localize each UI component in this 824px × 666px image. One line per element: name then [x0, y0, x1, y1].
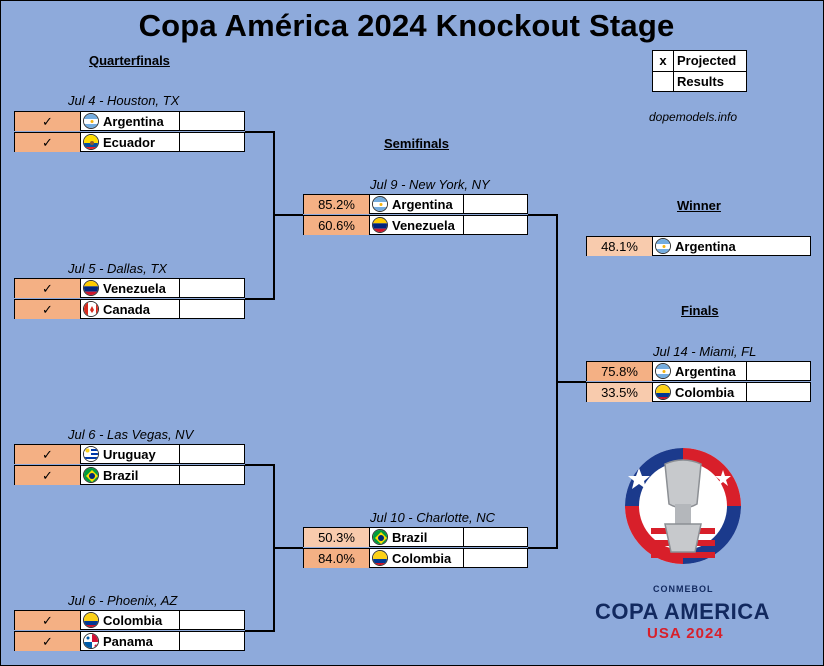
- qf1-team1-check: ✓: [15, 112, 81, 131]
- sf1-team2-name: Venezuela: [392, 218, 455, 233]
- colombia-flag-icon: [655, 384, 671, 400]
- brazil-flag-icon: [83, 467, 99, 483]
- qf4-team2-row: ✓ Panama: [14, 631, 245, 651]
- qf3-team1-row: ✓ Uruguay: [14, 444, 245, 464]
- sf2-team1-name: Brazil: [392, 530, 428, 545]
- qf1-team2-name: Ecuador: [103, 135, 156, 150]
- argentina-flag-icon: [372, 196, 388, 212]
- sf1-team1-name: Argentina: [392, 197, 453, 212]
- qf2-date: Jul 5 - Dallas, TX: [68, 261, 167, 276]
- qf3-team2-name: Brazil: [103, 468, 139, 483]
- trophy-icon: [625, 448, 741, 564]
- qf2-team2-check: ✓: [15, 300, 81, 319]
- sf2-team1-row: 50.3% Brazil: [303, 527, 528, 547]
- canada-flag-icon: [83, 301, 99, 317]
- final-team1-name: Argentina: [675, 364, 736, 379]
- qf4-team2-check: ✓: [15, 632, 81, 651]
- winner-name: Argentina: [675, 239, 736, 254]
- brazil-flag-icon: [372, 529, 388, 545]
- qf2-team2-row: ✓ Canada: [14, 299, 245, 319]
- copa-america-logo: CONMEBOL COPA AMERICA USA 2024: [595, 448, 785, 648]
- sf1-team1-pct: 85.2%: [304, 195, 370, 214]
- sf1-team2-row: 60.6% Venezuela: [303, 215, 528, 235]
- qf2-team1-check: ✓: [15, 279, 81, 298]
- argentina-flag-icon: [655, 238, 671, 254]
- final-team1-row: 75.8% Argentina: [586, 361, 811, 381]
- qf3-team2-row: ✓ Brazil: [14, 465, 245, 485]
- final-team2-pct: 33.5%: [587, 383, 653, 402]
- venezuela-flag-icon: [83, 280, 99, 296]
- qf4-team1-row: ✓ Colombia: [14, 610, 245, 630]
- winner-row: 48.1% Argentina: [586, 236, 811, 256]
- semifinals-heading: Semifinals: [384, 136, 450, 151]
- qf4-team1-check: ✓: [15, 611, 81, 630]
- legend-projected: Projected: [677, 53, 737, 68]
- sf1-date: Jul 9 - New York, NY: [370, 177, 490, 192]
- qf1-team2-row: ✓ Ecuador: [14, 132, 245, 152]
- qf1-team1-name: Argentina: [103, 114, 164, 129]
- sf2-team2-row: 84.0% Colombia: [303, 548, 528, 568]
- colombia-flag-icon: [83, 612, 99, 628]
- final-team2-row: 33.5% Colombia: [586, 382, 811, 402]
- sf2-team1-pct: 50.3%: [304, 528, 370, 547]
- sf2-team2-name: Colombia: [392, 551, 452, 566]
- final-date: Jul 14 - Miami, FL: [653, 344, 757, 359]
- final-team1-pct: 75.8%: [587, 362, 653, 381]
- qf1-date: Jul 4 - Houston, TX: [68, 93, 180, 108]
- page-title: Copa América 2024 Knockout Stage: [138, 8, 675, 43]
- qf3-team1-check: ✓: [15, 445, 81, 464]
- sf2-date: Jul 10 - Charlotte, NC: [370, 510, 495, 525]
- legend: x Projected Results: [652, 50, 747, 92]
- qf4-date: Jul 6 - Phoenix, AZ: [68, 593, 178, 608]
- logo-name: COPA AMERICA: [595, 599, 771, 624]
- qf4-team1-name: Colombia: [103, 613, 163, 628]
- finals-heading: Finals: [681, 303, 719, 318]
- sf2-team2-pct: 84.0%: [304, 549, 370, 568]
- legend-marker: x: [653, 51, 674, 72]
- qf2-team1-row: ✓ Venezuela: [14, 278, 245, 298]
- qf4-team2-name: Panama: [103, 634, 153, 649]
- uruguay-flag-icon: [83, 446, 99, 462]
- sf1-team1-row: 85.2% Argentina: [303, 194, 528, 214]
- panama-flag-icon: [83, 633, 99, 649]
- qf2-team2-name: Canada: [103, 302, 150, 317]
- logo-edition: USA 2024: [647, 625, 724, 642]
- site-link[interactable]: dopemodels.info: [649, 110, 738, 124]
- final-team2-name: Colombia: [675, 385, 735, 400]
- qf3-team1-name: Uruguay: [103, 447, 156, 462]
- colombia-flag-icon: [372, 550, 388, 566]
- logo-org: CONMEBOL: [653, 584, 714, 594]
- qf3-date: Jul 6 - Las Vegas, NV: [68, 427, 194, 442]
- qf3-team2-check: ✓: [15, 466, 81, 485]
- sf1-team2-pct: 60.6%: [304, 216, 370, 235]
- qf2-team1-name: Venezuela: [103, 281, 166, 296]
- argentina-flag-icon: [83, 113, 99, 129]
- quarterfinals-heading: Quarterfinals: [89, 53, 170, 68]
- legend-results: Results: [677, 74, 724, 89]
- winner-heading: Winner: [677, 198, 721, 213]
- qf1-team1-row: ✓ Argentina: [14, 111, 245, 131]
- argentina-flag-icon: [655, 363, 671, 379]
- ecuador-flag-icon: [83, 134, 99, 150]
- winner-pct: 48.1%: [587, 237, 653, 256]
- venezuela-flag-icon: [372, 217, 388, 233]
- qf1-team2-check: ✓: [15, 133, 81, 152]
